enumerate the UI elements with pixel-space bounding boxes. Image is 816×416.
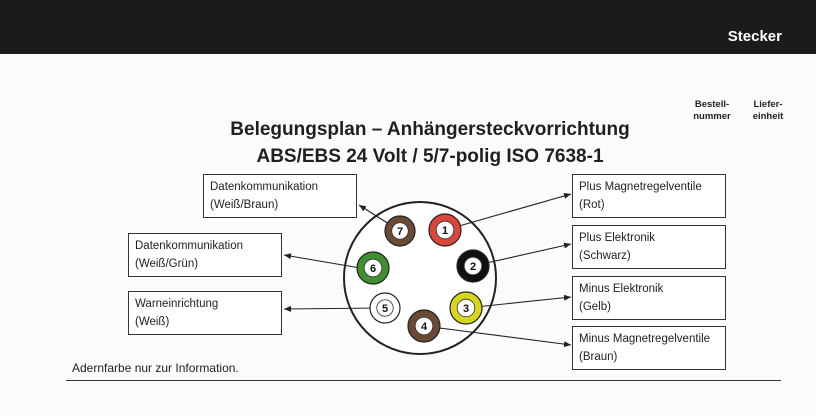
leader-line-pin4 [423,325,572,348]
pin-4: 4 [407,309,441,343]
leader-line-pin5 [283,305,383,312]
label-color: (Braun) [579,351,618,363]
pin-1-contact [435,220,455,240]
diagram-subtitle: ABS/EBS 24 Volt / 5/7-polig ISO 7638-1 [256,146,604,167]
leader-line-pin2 [472,242,572,267]
label-text: Datenkommunikation [210,181,319,193]
pin-5-number: 5 [382,303,388,315]
column-header-order-number: Bestell-nummer [693,99,731,122]
label-color: (Rot) [579,199,605,211]
label-color: (Schwarz) [579,250,631,262]
label-text: Datenkommunikation [135,240,244,252]
section-label: Stecker [727,28,782,45]
divider [66,380,781,381]
label-text: Warneinrichtung [135,298,219,310]
pin-3-number: 3 [463,303,469,315]
label-text: Plus Elektronik [579,232,656,244]
pin-2-number: 2 [470,261,476,273]
column-header-unit: Liefer-einheit [752,99,784,122]
label-color: (Gelb) [579,301,611,313]
label-minus-elektronik: Minus Elektronik (Gelb) [572,276,726,320]
pin-7-number: 7 [397,226,403,238]
label-datenkommunikation-weiss-braun: Datenkommunikation (Weiß/Braun) [203,174,357,218]
label-text: Minus Magnetregelventile [579,333,711,345]
label-color: (Weiß) [135,316,170,328]
label-warneinrichtung: Warneinrichtung (Weiß) [128,291,282,335]
pin-7: 7 [384,215,416,247]
pin-4-contact [414,316,434,336]
leader-line-pin3 [465,294,572,309]
label-color: (Weiß/Braun) [210,199,279,211]
label-color: (Weiß/Grün) [135,258,199,270]
label-plus-magnetregelventile: Plus Magnetregelventile (Rot) [572,174,726,218]
label-datenkommunikation-weiss-gruen: Datenkommunikation (Weiß/Grün) [128,233,282,277]
connector-pins: 1 2 3 4 5 6 7 [356,213,490,343]
label-plus-elektronik: Plus Elektronik (Schwarz) [572,225,726,269]
label-minus-magnetregelventile: Minus Magnetregelventile (Braun) [572,326,726,370]
pin-6: 6 [356,251,390,285]
pin-5-contact [376,299,394,317]
pin-3-contact [456,298,476,318]
pin-2-contact [463,256,483,276]
footnote: Adernfarbe nur zur Information. [72,361,239,375]
pin-3: 3 [449,291,483,325]
diagram-title: Belegungsplan – Anhängersteckvorrichtung [230,119,630,140]
pin-6-contact [363,258,383,278]
leader-line-pin1 [444,193,572,231]
pin-2: 2 [456,249,490,283]
label-text: Minus Elektronik [579,283,664,295]
pin-6-number: 6 [370,263,376,275]
pin-1-number: 1 [442,225,448,237]
pin-4-number: 4 [421,321,428,333]
header-bar: Stecker [0,0,816,54]
leader-lines [283,193,572,348]
pin-5: 5 [369,292,401,324]
label-text: Plus Magnetregelventile [579,181,702,193]
pin-1: 1 [428,213,462,247]
pin-7-contact [391,222,409,240]
